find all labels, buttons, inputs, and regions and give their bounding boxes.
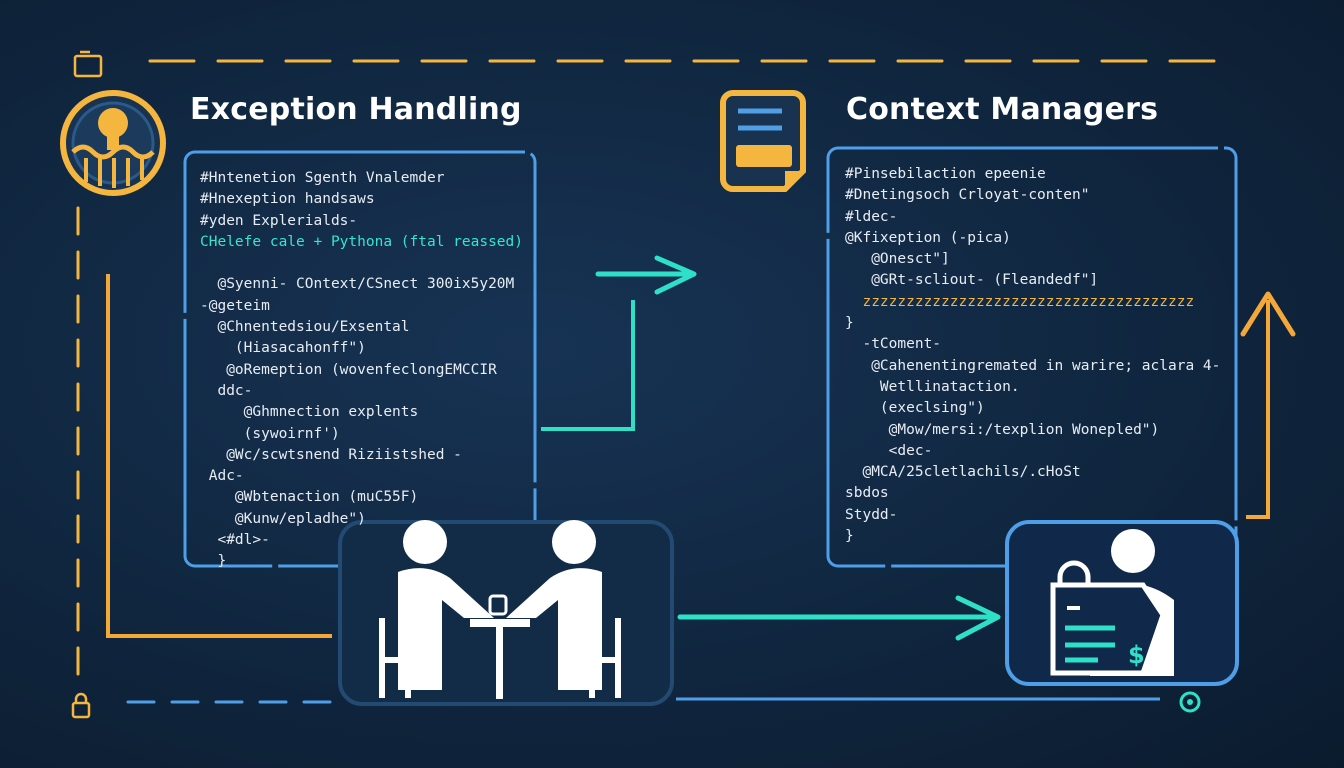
code-line: @Kfixeption (-pica) [845,229,1011,246]
code-line: #ldec- [845,208,898,225]
code-line: @Chnentedsiou/Exsental [200,319,410,336]
svg-text:$: $ [1128,641,1145,669]
meeting-people-icon [338,520,674,706]
code-line: -@geteim [200,297,270,314]
lock-icon [71,692,91,719]
code-line: @Mow/mersi:/texplion Wonepled") [845,421,1160,438]
code-line: @Ghmnection explents [200,404,419,421]
folder-icon [73,50,103,78]
code-line: @Wbtenaction (muC55F) [200,489,419,506]
code-line: @Cahenentingremated in warire; aclara 4- [845,357,1221,374]
code-line: Wetllinataction. [845,378,1020,395]
teal-arrow-bottom [677,595,1001,641]
refresh-icon [1179,691,1201,713]
code-line: -tComent- [845,336,942,353]
exception-handling-title: Exception Handling [190,92,522,127]
code-line [200,253,523,274]
code-line: zzzzzzzzzzzzzzzzzzzzzzzzzzzzzzzzzzzzzz [845,293,1195,310]
code-line: #Dnetingsoch Crloyat-conten" [845,187,1090,204]
code-line: #Hntenetion Sgenth Vnalemder [200,170,445,186]
code-line: } [845,315,854,332]
code-line: @oRemeption (wovenfeclongEMCCIR [200,361,497,378]
teal-connector [541,300,635,431]
code-line: (execlsing") [845,400,985,417]
code-line: @Syenni- COntext/CSnect 300ix5y20M [200,276,515,293]
orange-connector-left [106,274,332,638]
code-line: ddc- [200,382,253,399]
code-line: #yden Explerialds- [200,212,358,229]
code-line: CHelefe cale + Pythona (ftal reassed) [200,233,524,250]
teal-arrow-top [595,255,697,295]
orange-connector-right [1246,300,1270,519]
code-line: @Onesct"] [845,251,950,268]
context-managers-title: Context Managers [846,92,1159,127]
context-code-block: #Pinsebilaction epeenie #Dnetingsoch Crlo… [845,164,1220,547]
person-payment-icon: $ [1005,520,1239,686]
code-line: Stydd- [845,506,898,523]
code-line: @GRt-scliout- (Fleandedf"] [845,272,1099,289]
exception-code-block: #Hntenetion Sgenth Vnalemder #Hnexeption … [200,168,523,573]
code-line: sbdos [845,485,889,502]
code-line: @Kunw/epladhe") [200,510,366,527]
code-line: (sywoirnf') [200,425,340,442]
orange-arrow-up [1240,291,1296,337]
code-line: (Hiasacahonff") [200,340,366,357]
code-line: Adc- [200,468,244,485]
code-line: <dec- [845,442,933,459]
code-line: #Pinsebilaction epeenie [845,166,1046,182]
code-line: @MCA/25cletlachils/.cHoSt [845,464,1081,481]
code-line: #Hnexeption handsaws [200,191,375,208]
code-line: @Wc/scwtsnend Riziistshed - [200,446,462,463]
code-line: } [845,528,854,545]
lifebuoy-icon [60,90,166,196]
code-line: <#dl>- [200,532,270,549]
document-icon [720,90,806,192]
code-line: } [200,553,227,570]
